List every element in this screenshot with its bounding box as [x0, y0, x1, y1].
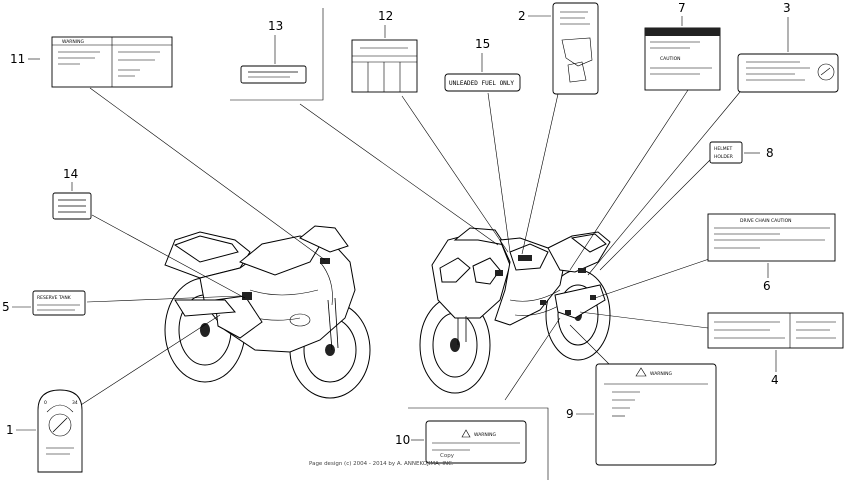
label-6-drive-chain: DRIVE CHAIN CAUTION	[707, 213, 836, 262]
label-13	[240, 65, 307, 84]
label-9-title: WARNING	[650, 371, 672, 377]
label-1-max: 34	[72, 400, 78, 406]
callout-14: 14	[63, 167, 78, 181]
label-8-helmet-holder: HELMET HOLDER	[709, 141, 743, 164]
label-8-line1: HELMET	[714, 146, 732, 152]
label-10-title: WARNING	[474, 432, 496, 438]
callout-7: 7	[678, 1, 686, 15]
label-3	[737, 53, 839, 93]
label-5-text: RESERVE TANK	[37, 295, 72, 301]
leader-lines	[69, 8, 741, 480]
callout-6: 6	[763, 279, 771, 293]
callout-8: 8	[766, 146, 774, 160]
callout-13: 13	[268, 19, 283, 33]
label-1-dial: 0 34	[37, 389, 83, 473]
label-4	[707, 312, 844, 349]
callout-15: 15	[475, 37, 490, 51]
label-12	[351, 39, 418, 93]
motorcycle-right	[419, 227, 611, 394]
watermark-line2: Page design (c) 2004 - 2014 by A. ANNEKO…	[309, 461, 454, 467]
callout-9: 9	[566, 407, 574, 421]
label-11-warning: WARNING	[51, 36, 173, 88]
callout-11: 11	[10, 52, 25, 66]
callout-12: 12	[378, 9, 393, 23]
label-7-caution: CAUTION	[644, 27, 721, 91]
callout-3: 3	[783, 1, 791, 15]
callout-4: 4	[771, 373, 779, 387]
label-9-warning: WARNING	[595, 363, 717, 466]
callout-10: 10	[395, 433, 410, 447]
callout-2: 2	[518, 9, 526, 23]
label-6-text: DRIVE CHAIN CAUTION	[740, 218, 792, 224]
label-15-unleaded-fuel: UNLEADED FUEL ONLY	[444, 73, 521, 92]
motorcycle-left	[164, 225, 371, 399]
label-7-text: CAUTION	[660, 56, 681, 62]
label-15-text: UNLEADED FUEL ONLY	[449, 80, 514, 87]
label-2	[552, 2, 599, 95]
watermark-line1: Copy	[440, 453, 455, 459]
label-11-title: WARNING	[62, 39, 84, 45]
label-1-min: 0	[44, 400, 47, 406]
label-8-line2: HOLDER	[714, 154, 733, 160]
callout-1: 1	[6, 423, 14, 437]
label-14	[52, 192, 92, 220]
callout-5: 5	[2, 300, 10, 314]
label-10-warning: WARNING	[425, 420, 527, 464]
label-5-reserve-tank: RESERVE TANK	[32, 290, 86, 316]
